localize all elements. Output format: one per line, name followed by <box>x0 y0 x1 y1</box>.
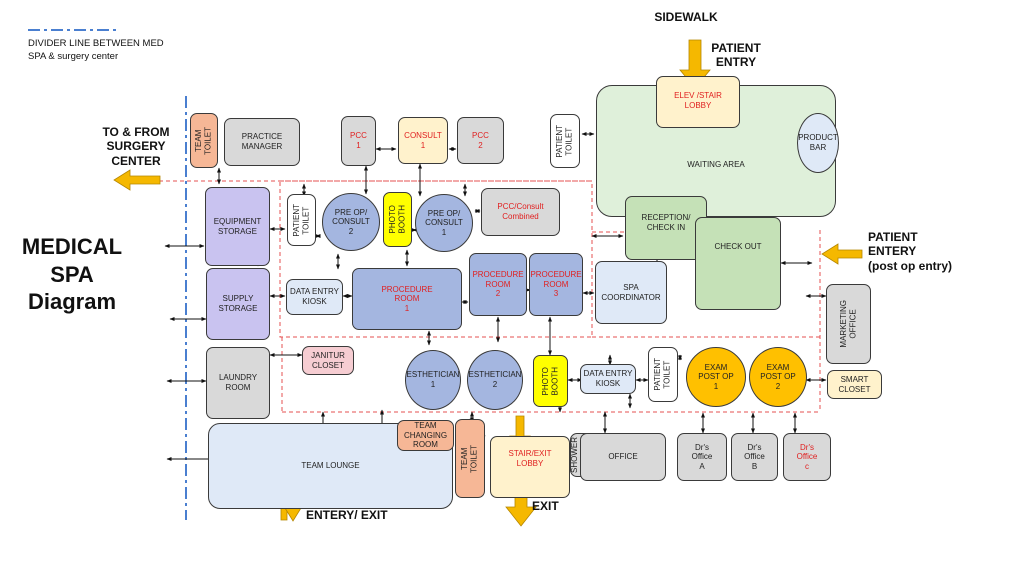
exam-post-op-1: EXAM POST OP 1 <box>686 347 746 407</box>
photo-booth-bottom: PHOTO BOOTH <box>533 355 568 407</box>
stair-exit-lobby: STAIR/EXIT LOBBY <box>490 436 570 498</box>
patient-toilet-right: PATIENT TOILET <box>648 347 678 402</box>
team-toilet-bottom: TEAM TOILET <box>455 419 485 498</box>
laundry-room: LAUNDRY ROOM <box>206 347 270 419</box>
entry-arrows <box>113 39 863 527</box>
smart-closet: SMART CLOSET <box>827 370 882 399</box>
data-entry-kiosk-left: DATA ENTRY KIOSK <box>286 279 343 315</box>
pre-op-consult-2: PRE OP/ CONSULT 2 <box>322 193 380 251</box>
photo-booth-top: PHOTO BOOTH <box>383 192 412 247</box>
surgery-center-arrow <box>113 169 161 191</box>
procedure-room-1: PROCEDURE ROOM 1 <box>352 268 462 330</box>
procedure-room-2: PROCEDURE ROOM 2 <box>469 253 527 316</box>
patient-toilet-mid: PATIENT TOILET <box>287 194 316 246</box>
exit-label: EXIT <box>532 499 559 513</box>
sidewalk-label: SIDEWALK <box>654 10 718 24</box>
drs-office-c: Dr's Office c <box>783 433 831 481</box>
supply-storage: SUPPLY STORAGE <box>206 268 270 340</box>
consult-1: CONSULT 1 <box>398 117 448 164</box>
equipment-storage: EQUIPMENT STORAGE <box>205 187 270 266</box>
drs-office-b: Dr's Office B <box>731 433 778 481</box>
esthetician-2: ESTHETICIAN 2 <box>467 350 523 410</box>
exam-post-op-2: EXAM POST OP 2 <box>749 347 807 407</box>
diagram-title: MEDICAL SPA Diagram <box>21 234 123 314</box>
reception-check-in: RECEPTION/ CHECK IN <box>625 196 707 260</box>
post-op-entry-arrow <box>821 243 863 265</box>
pcc-2: PCC 2 <box>457 117 504 164</box>
check-out: CHECK OUT <box>695 217 781 310</box>
legend-text: DIVIDER LINE BETWEEN MED SPA & surgery c… <box>28 38 164 62</box>
esthetician-1: ESTHETICIAN 1 <box>405 350 461 410</box>
surgery-center-label: TO & FROM SURGERY CENTER <box>102 125 170 168</box>
marketing-office: MARKETING OFFICE <box>826 284 871 364</box>
data-entry-kiosk-right: DATA ENTRY KIOSK <box>580 364 636 394</box>
pcc-consult-combined: PCC/Consult Combined <box>481 188 560 236</box>
post-op-entry-label: PATIENT ENTERY (post op entry) <box>868 230 952 273</box>
janitur-closet: JANITUR CLOSET <box>302 346 354 375</box>
elev-stair-lobby: ELEV /STAIR LOBBY <box>656 76 740 128</box>
spa-coordinator: SPA COORDINATOR <box>595 261 667 324</box>
patient-entry-label: PATIENT ENTRY <box>711 41 761 70</box>
team-changing-room: TEAM CHANGING ROOM <box>397 420 454 451</box>
pcc-1: PCC 1 <box>341 116 376 166</box>
pre-op-consult-1: PRE OP/ CONSULT 1 <box>415 194 473 252</box>
team-toilet-top: TEAM TOILET <box>190 113 218 168</box>
patient-toilet-top: PATIENT TOILET <box>550 114 580 168</box>
connection-arrows <box>164 132 827 461</box>
procedure-room-3: PROCEDURE ROOM 3 <box>529 253 583 316</box>
practice-manager: PRACTICE MANAGER <box>224 118 300 166</box>
office: OFFICE <box>580 433 666 481</box>
product-bar: PRODUCT BAR <box>797 113 839 173</box>
drs-office-a: Dr's Office A <box>677 433 727 481</box>
